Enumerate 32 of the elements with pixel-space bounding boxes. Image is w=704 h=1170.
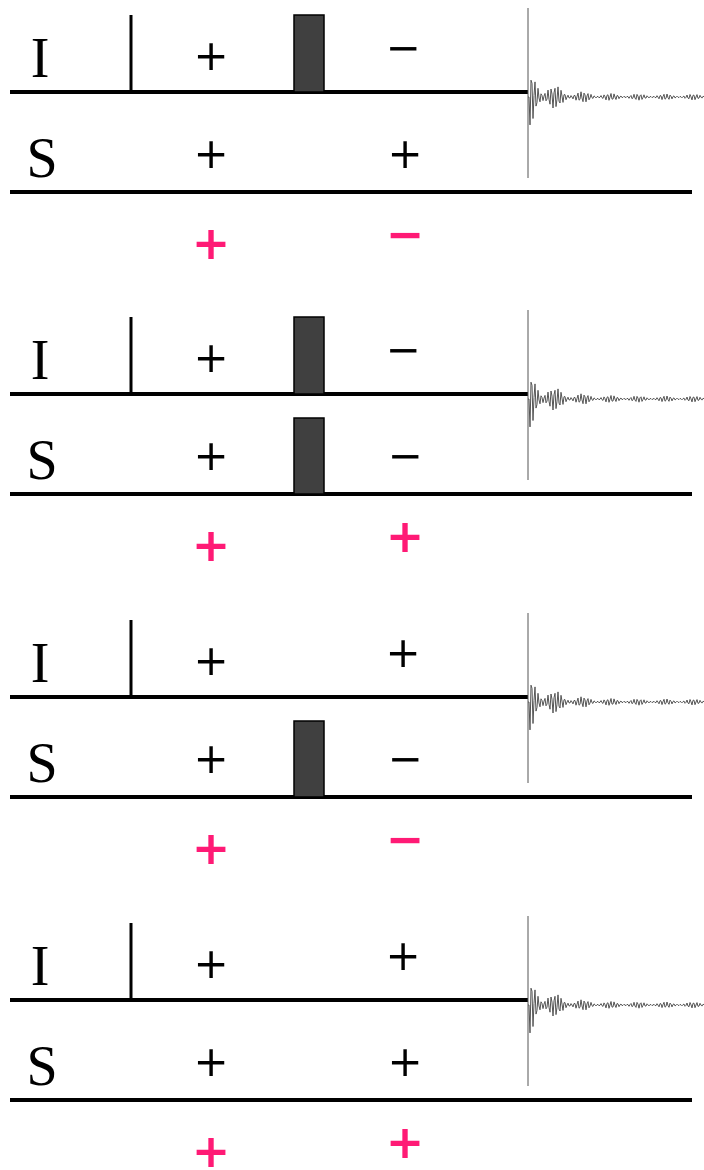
phase-sign: +	[193, 435, 229, 477]
phase-sign: +	[193, 133, 229, 175]
phase-sign: +	[193, 1041, 229, 1083]
phase-sign: +	[385, 632, 421, 674]
channel-label: S	[26, 735, 58, 791]
phase-sign: +	[387, 1041, 423, 1083]
receiver-phase-sign: +	[191, 220, 231, 266]
channel-label: I	[30, 30, 50, 86]
phase-sign: −	[385, 329, 421, 371]
phase-sign: +	[193, 738, 229, 780]
receiver-phase-sign: +	[385, 1119, 425, 1165]
channel-label: S	[26, 130, 58, 186]
phase-sign: +	[193, 337, 229, 379]
channel-label: S	[26, 1038, 58, 1094]
receiver-phase-sign: +	[191, 825, 231, 871]
phase-sign: +	[387, 133, 423, 175]
receiver-phase-sign: −	[385, 816, 425, 862]
channel-label: I	[30, 635, 50, 691]
receiver-phase-sign: +	[385, 513, 425, 559]
phase-sign: +	[385, 935, 421, 977]
receiver-phase-sign: +	[191, 522, 231, 568]
phase-sign: −	[387, 738, 423, 780]
receiver-phase-sign: −	[385, 211, 425, 257]
phase-sign: +	[193, 640, 229, 682]
phase-sign: +	[193, 35, 229, 77]
phase-sign: −	[387, 435, 423, 477]
receiver-phase-sign: +	[191, 1128, 231, 1170]
channel-label: S	[26, 432, 58, 488]
channel-label: I	[30, 332, 50, 388]
channel-label: I	[30, 938, 50, 994]
phase-sign: −	[385, 27, 421, 69]
phase-sign: +	[193, 943, 229, 985]
